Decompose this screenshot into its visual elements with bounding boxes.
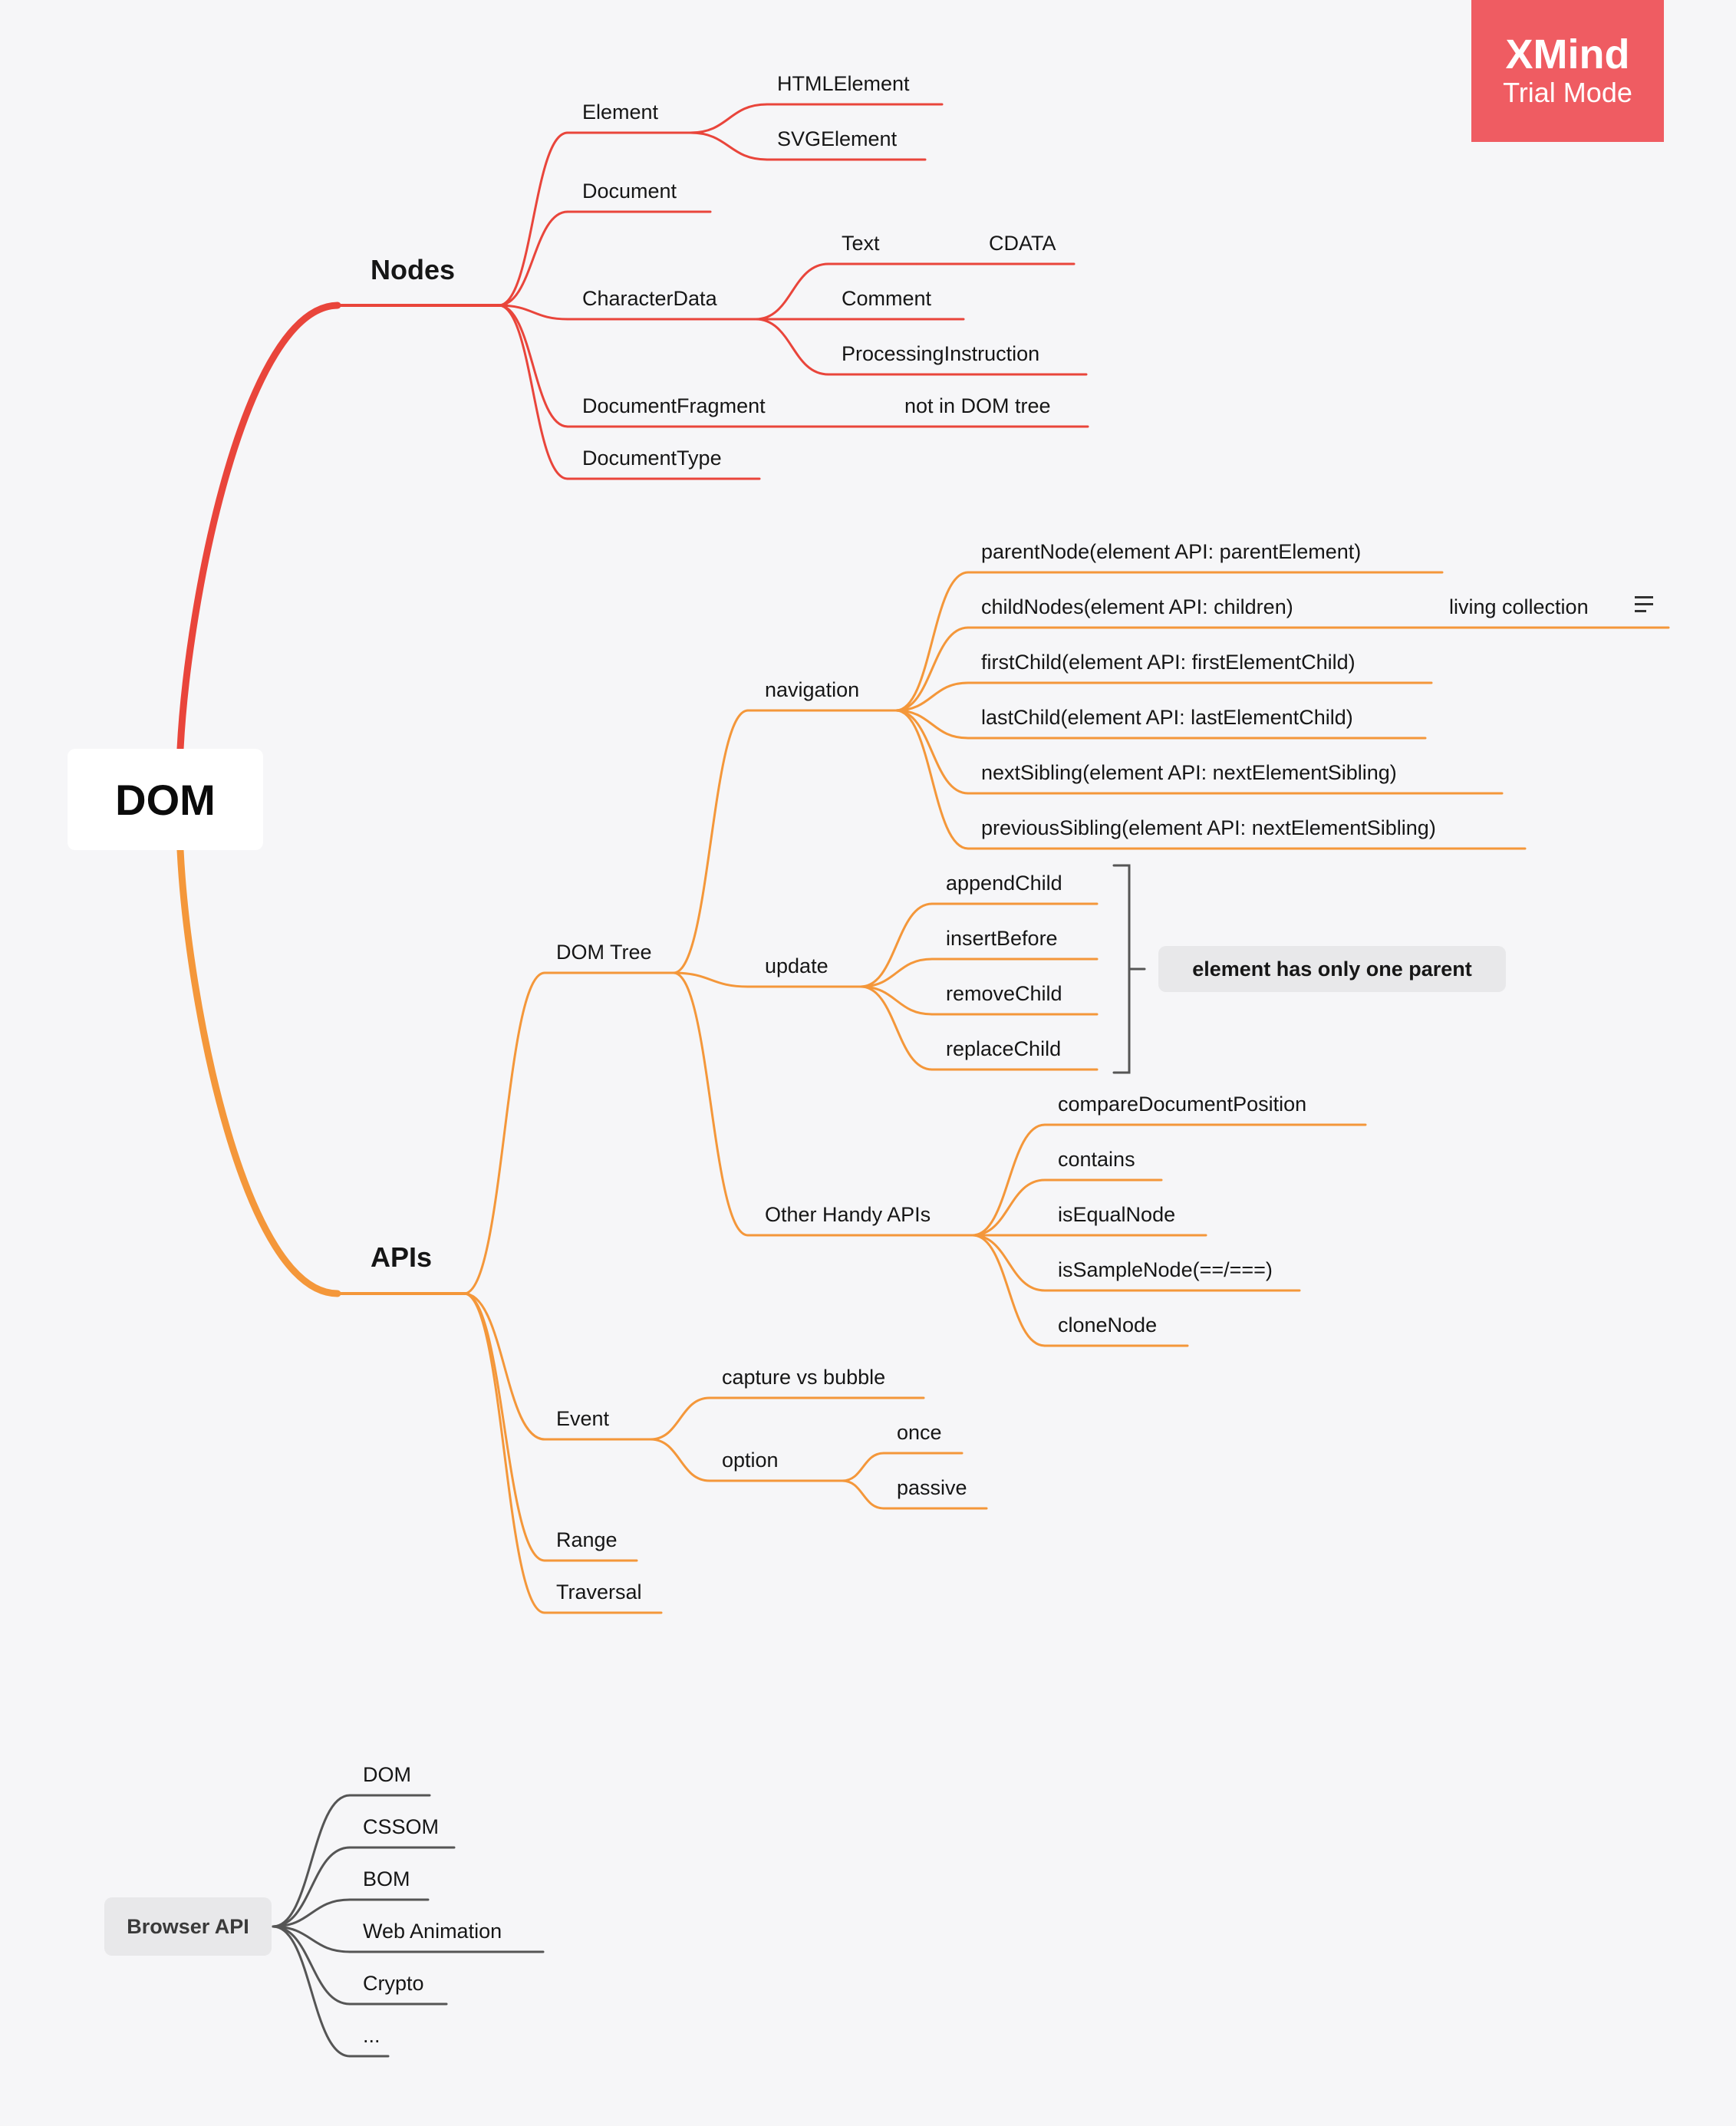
- branch-curve: [672, 971, 749, 1237]
- topic-cdata[interactable]: CDATA: [989, 232, 1056, 255]
- topic-nodes[interactable]: Nodes: [371, 254, 456, 285]
- topic-last-child[interactable]: lastChild(element API: lastElementChild): [981, 706, 1353, 729]
- branch-curve: [272, 1925, 351, 2006]
- topic-not-in-dom-tree[interactable]: not in DOM tree: [904, 394, 1051, 417]
- notes-icon[interactable]: [1635, 596, 1655, 615]
- branch-curve: [463, 1292, 546, 1614]
- topic-text[interactable]: Text: [842, 232, 880, 255]
- topic-option[interactable]: option: [722, 1449, 779, 1472]
- branch-curve: [497, 304, 569, 480]
- topic-living-collection[interactable]: living collection: [1449, 595, 1589, 618]
- watermark-subtitle: Trial Mode: [1503, 77, 1632, 109]
- browser-api-item-web-animation[interactable]: Web Animation: [363, 1920, 502, 1943]
- topic-is-sample-node[interactable]: isSampleNode(==/===): [1058, 1258, 1273, 1281]
- summary-bracket: [1112, 864, 1131, 1074]
- topic-other-handy-apis[interactable]: Other Handy APIs: [765, 1203, 931, 1226]
- branch-curve: [689, 131, 769, 161]
- branch-curve: [894, 709, 970, 850]
- topic-processing-instruction[interactable]: ProcessingInstruction: [842, 342, 1040, 365]
- branch-curve: [894, 681, 970, 712]
- topic-comment[interactable]: Comment: [842, 287, 932, 310]
- root-topic-dom[interactable]: DOM: [68, 749, 263, 850]
- branch-curve: [841, 1479, 885, 1510]
- root-to-apis: [176, 846, 341, 1297]
- topic-insert-before[interactable]: insertBefore: [946, 927, 1058, 950]
- topic-document[interactable]: Document: [582, 180, 677, 203]
- topic-passive[interactable]: passive: [897, 1476, 967, 1499]
- topic-event[interactable]: Event: [556, 1407, 610, 1430]
- branch-curve: [841, 1452, 885, 1482]
- branch-curve: [649, 1396, 711, 1441]
- branch-curve: [754, 318, 830, 376]
- root-to-nodes: [176, 302, 341, 753]
- topic-previous-sibling[interactable]: previousSibling(element API: nextElement…: [981, 816, 1436, 839]
- topic-first-child[interactable]: firstChild(element API: firstElementChil…: [981, 651, 1356, 674]
- branch-curve: [971, 1234, 1046, 1292]
- branch-curve: [859, 902, 934, 988]
- branch-curve: [859, 985, 934, 1071]
- branch-curve: [463, 1292, 546, 1562]
- topic-html-element[interactable]: HTMLElement: [777, 72, 910, 95]
- topic-element[interactable]: Element: [582, 101, 659, 124]
- branch-curve: [272, 1925, 351, 2058]
- topic-navigation[interactable]: navigation: [765, 678, 860, 701]
- branch-curve: [463, 971, 546, 1295]
- topic-capture-vs-bubble[interactable]: capture vs bubble: [722, 1366, 886, 1389]
- branch-curve: [971, 1234, 1046, 1347]
- topic-remove-child[interactable]: removeChild: [946, 982, 1062, 1005]
- branch-curve: [859, 985, 934, 1016]
- browser-api-item-more[interactable]: ...: [363, 2024, 380, 2047]
- topic-child-nodes[interactable]: childNodes(element API: children): [981, 595, 1293, 618]
- branch-curve: [894, 571, 970, 712]
- topic-document-fragment[interactable]: DocumentFragment: [582, 394, 766, 417]
- branch-curve: [689, 103, 769, 134]
- topic-contains[interactable]: contains: [1058, 1148, 1135, 1171]
- browser-api-item-crypto[interactable]: Crypto: [363, 1972, 424, 1995]
- topic-once[interactable]: once: [897, 1421, 942, 1444]
- topic-range[interactable]: Range: [556, 1528, 618, 1551]
- topic-update[interactable]: update: [765, 954, 828, 977]
- topic-parent-node[interactable]: parentNode(element API: parentElement): [981, 540, 1362, 563]
- branch-curve: [272, 1846, 351, 1928]
- branch-curve: [672, 971, 749, 988]
- branch-curve: [971, 1123, 1046, 1237]
- topic-dom-tree[interactable]: DOM Tree: [556, 941, 652, 964]
- topic-document-type[interactable]: DocumentType: [582, 447, 722, 470]
- topic-traversal[interactable]: Traversal: [556, 1580, 642, 1604]
- branch-curve: [497, 304, 569, 321]
- topic-replace-child[interactable]: replaceChild: [946, 1037, 1062, 1060]
- summary-element-one-parent[interactable]: element has only one parent: [1158, 946, 1506, 992]
- topic-character-data[interactable]: CharacterData: [582, 287, 717, 310]
- branch-curve: [497, 304, 569, 428]
- topic-next-sibling[interactable]: nextSibling(element API: nextElementSibl…: [981, 761, 1397, 784]
- topic-svg-element[interactable]: SVGElement: [777, 127, 898, 150]
- topic-clone-node[interactable]: cloneNode: [1058, 1314, 1158, 1337]
- browser-api-item-dom[interactable]: DOM: [363, 1763, 411, 1786]
- branch-curve: [272, 1898, 351, 1928]
- branch-curve: [894, 626, 970, 712]
- branch-curve: [672, 709, 749, 974]
- branch-curve: [859, 958, 934, 988]
- branch-curve: [463, 1292, 546, 1441]
- xmind-trial-watermark: XMind Trial Mode: [1471, 0, 1664, 142]
- branch-curve: [272, 1794, 351, 1928]
- branch-curve: [754, 262, 830, 321]
- branch-curve: [894, 709, 970, 740]
- topic-is-equal-node[interactable]: isEqualNode: [1058, 1203, 1176, 1226]
- watermark-title: XMind: [1505, 31, 1630, 77]
- branch-curve: [971, 1178, 1046, 1237]
- branch-curve: [894, 709, 970, 795]
- branch-curve: [497, 210, 569, 307]
- browser-api-item-cssom[interactable]: CSSOM: [363, 1815, 440, 1838]
- topic-append-child[interactable]: appendChild: [946, 872, 1062, 895]
- branch-curve: [497, 131, 569, 307]
- topic-apis[interactable]: APIs: [371, 1241, 433, 1273]
- topic-compare-document-position[interactable]: compareDocumentPosition: [1058, 1093, 1307, 1116]
- topic-browser-api[interactable]: Browser API: [104, 1897, 272, 1956]
- browser-api-item-bom[interactable]: BOM: [363, 1867, 410, 1890]
- branch-curve: [272, 1925, 351, 1953]
- branch-curve: [649, 1438, 711, 1482]
